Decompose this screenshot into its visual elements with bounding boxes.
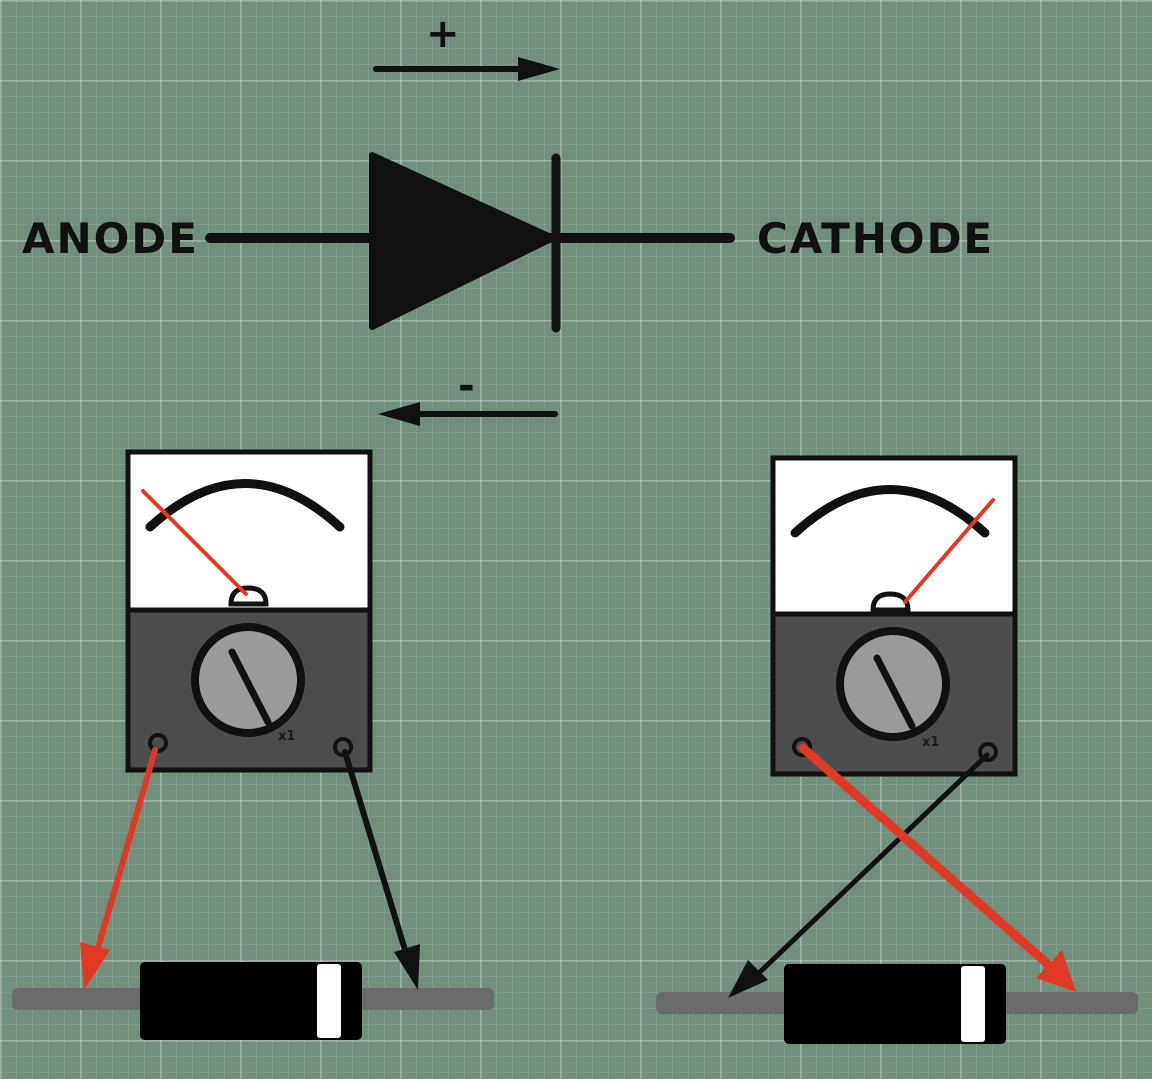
- right-range-label: x1: [922, 735, 940, 750]
- left-positive-jack: [148, 733, 168, 753]
- right-black-probe: [728, 752, 990, 998]
- left-dial-pointer: [228, 648, 272, 726]
- left-meter-scale-arc: [145, 479, 345, 532]
- diode-symbol-icon: [205, 152, 735, 333]
- left-diode-body: [140, 962, 362, 1040]
- right-red-probe: [798, 743, 1076, 992]
- right-multimeter: [770, 455, 1018, 777]
- right-diode-body: [784, 964, 1006, 1044]
- right-diode-component: [656, 964, 1138, 1044]
- forward-polarity-sign: +: [426, 11, 460, 57]
- forward-arrow-icon: [373, 57, 560, 81]
- right-needle-pivot: [870, 591, 911, 613]
- right-dial-pointer: [873, 654, 916, 730]
- reverse-arrow-icon: [378, 402, 558, 426]
- left-red-probe: [80, 747, 158, 990]
- left-black-probe: [342, 749, 420, 990]
- cathode-label: CATHODE: [757, 214, 995, 263]
- right-cathode-band: [961, 966, 985, 1042]
- left-multimeter: [125, 449, 373, 773]
- left-cathode-band: [317, 964, 341, 1038]
- left-range-label: x1: [278, 729, 296, 744]
- left-meter-needle: [141, 489, 248, 596]
- reverse-polarity-sign: -: [458, 363, 475, 409]
- right-meter-scale-arc: [790, 485, 990, 538]
- left-meter-display: [125, 449, 373, 613]
- right-meter-display: [770, 455, 1018, 617]
- left-diode-component: [12, 962, 494, 1040]
- right-meter-needle: [903, 498, 995, 604]
- anode-label: ANODE: [22, 214, 199, 263]
- left-needle-pivot: [228, 585, 269, 607]
